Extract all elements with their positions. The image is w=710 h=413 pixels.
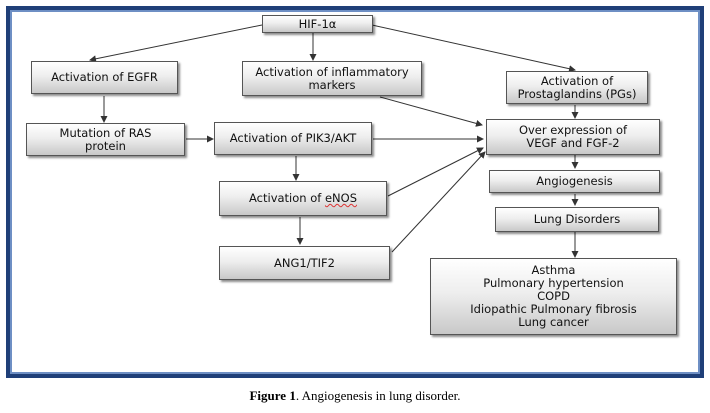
arrow-enos-vegf	[387, 147, 484, 197]
node-label: Lung Disorders	[533, 212, 621, 226]
node-activation-pik3-akt: Activation of PIK3/AKT	[214, 122, 372, 155]
node-label: Angiogenesis	[536, 174, 613, 188]
caption-label: Figure 1	[249, 388, 296, 403]
arrow-hif-egfr	[89, 24, 263, 63]
node-label-line: protein	[85, 138, 126, 153]
node-label-line: Over expression of	[518, 123, 628, 137]
node-label-spellcheck-word: eNOS	[324, 191, 357, 205]
node-activation-egfr: Activation of EGFR	[31, 61, 178, 94]
node-label-line: Activation of inflammatory	[255, 64, 409, 79]
disorder-item: Lung cancer	[518, 315, 589, 329]
node-label: Activation of PIK3/AKT	[229, 131, 357, 145]
node-activation-prostaglandins: Activation of Prostaglandins (PGs)	[506, 71, 648, 104]
node-activation-enos: Activation of eNOS	[219, 181, 387, 216]
node-label: Activation of EGFR	[51, 70, 158, 84]
node-label-line: Mutation of RAS	[59, 125, 152, 140]
arrow-ang1-vegf	[391, 151, 486, 253]
node-label-line: Prostaglandins (PGs)	[517, 86, 637, 101]
disorder-item: Pulmonary hypertension	[483, 276, 624, 290]
node-lung-disorders: Lung Disorders	[495, 207, 659, 232]
node-label-prefix: Activation of	[249, 191, 325, 205]
node-label: HIF-1α	[298, 16, 337, 31]
node-label: Activation of eNOS	[249, 192, 357, 205]
disorder-item: Asthma	[531, 263, 576, 277]
node-label: ANG1/TIF2	[274, 255, 335, 270]
node-label-line: VEGF and FGF-2	[526, 136, 620, 150]
node-angiogenesis: Angiogenesis	[489, 170, 660, 193]
node-mutation-ras: Mutation of RAS protein	[26, 123, 185, 156]
node-ang1-tif2: ANG1/TIF2	[219, 246, 390, 280]
arrow-inflammatory-vegf	[379, 96, 483, 127]
arrow-hif-prostaglandins	[371, 24, 576, 73]
node-label-line: Activation of	[540, 73, 614, 88]
figure-caption: Figure 1. Angiogenesis in lung disorder.	[0, 388, 710, 404]
node-label-line: markers	[308, 77, 356, 92]
node-disorders-list: Asthma Pulmonary hypertension COPD Idiop…	[430, 258, 677, 335]
node-hif-1a: HIF-1α	[262, 15, 373, 33]
node-activation-inflammatory: Activation of inflammatory markers	[242, 61, 422, 96]
caption-text: . Angiogenesis in lung disorder.	[295, 388, 461, 403]
disorder-item: COPD	[537, 289, 570, 303]
disorder-item: Idiopathic Pulmonary fibrosis	[470, 302, 637, 316]
node-overexpression-vegf: Over expression of VEGF and FGF-2	[486, 119, 660, 155]
